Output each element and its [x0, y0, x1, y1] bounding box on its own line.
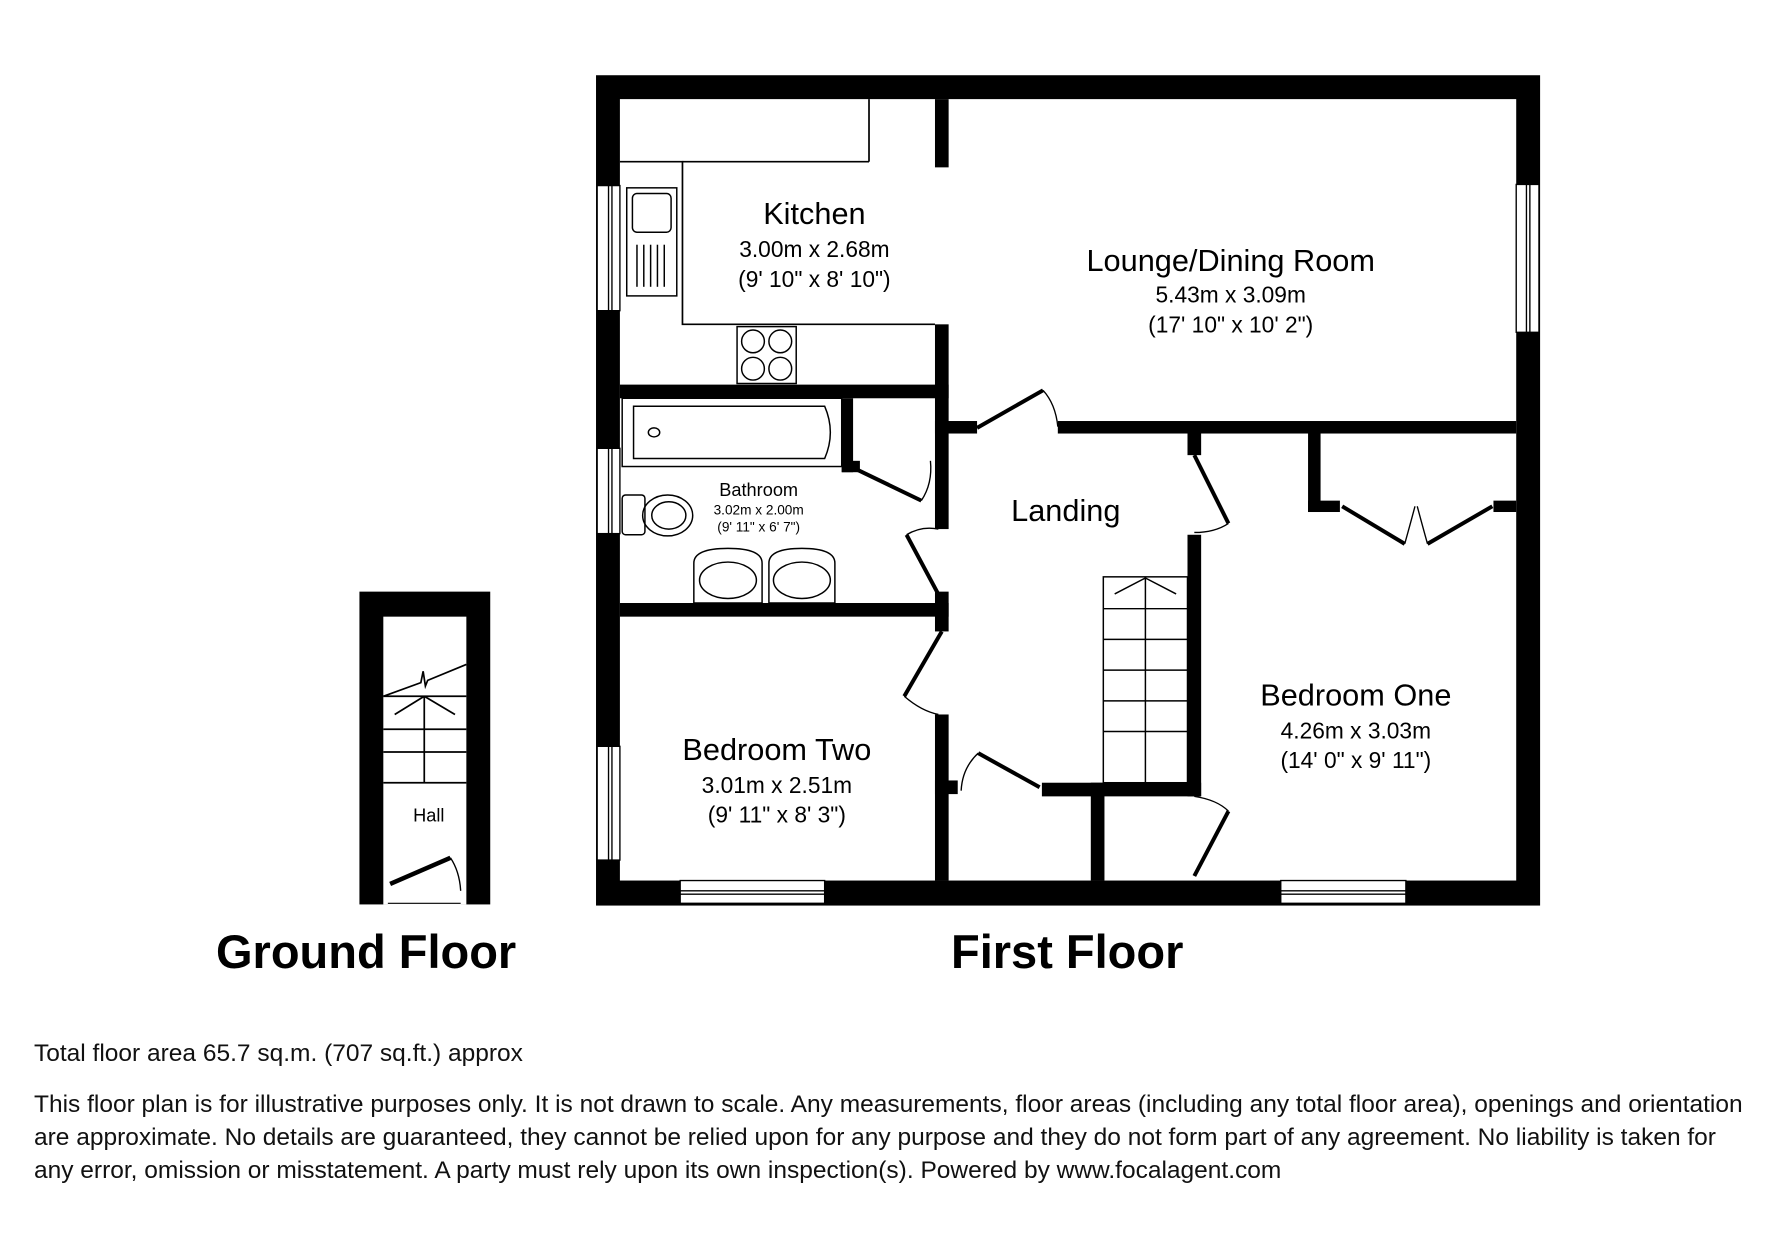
kitchen-worktop: [619, 160, 935, 326]
basin-icon: [693, 547, 836, 604]
interior-walls: [619, 99, 1517, 881]
room-size-metric-bedroom-one: 4.26m x 3.03m: [1281, 717, 1431, 743]
landing-staircase: [1102, 576, 1189, 784]
windows: [596, 183, 1540, 904]
room-name-kitchen: Kitchen: [763, 196, 865, 231]
toilet-icon: [621, 494, 694, 537]
room-labels: Kitchen 3.00m x 2.68m (9' 10" x 8' 10") …: [682, 196, 1451, 827]
bathtub-icon: [621, 397, 843, 468]
room-size-metric-kitchen: 3.00m x 2.68m: [739, 236, 889, 262]
ground-floor-plan: Hall: [359, 591, 491, 905]
room-name-lounge: Lounge/Dining Room: [1086, 243, 1374, 278]
floor-title-first: First Floor: [951, 925, 1184, 978]
room-size-metric-lounge: 5.43m x 3.09m: [1156, 282, 1306, 308]
floor-title-ground: Ground Floor: [216, 925, 517, 978]
doors: [854, 388, 1494, 877]
room-name-landing: Landing: [1011, 493, 1120, 528]
room-name-bathroom: Bathroom: [719, 480, 798, 500]
room-size-imperial-lounge: (17' 10" x 10' 2"): [1148, 311, 1313, 337]
disclaimer-text: This floor plan is for illustrative purp…: [34, 1091, 1743, 1184]
room-size-imperial-bathroom: (9' 11" x 6' 7"): [717, 519, 800, 534]
hall-staircase: [383, 663, 467, 784]
room-name-bedroom-one: Bedroom One: [1260, 677, 1451, 712]
room-name-bedroom-two: Bedroom Two: [682, 732, 871, 767]
room-size-metric-bedroom-two: 3.01m x 2.51m: [702, 772, 852, 798]
room-size-imperial-bedroom-one: (14' 0" x 9' 11"): [1280, 747, 1431, 773]
hall-front-door: [389, 855, 462, 891]
room-name-hall: Hall: [413, 805, 444, 825]
kitchen-sink-icon: [625, 187, 678, 297]
room-size-imperial-bedroom-two: (9' 11" x 8' 3"): [708, 802, 846, 828]
total-floor-area: Total floor area 65.7 sq.m. (707 sq.ft.)…: [34, 1040, 523, 1067]
room-size-metric-bathroom: 3.02m x 2.00m: [714, 502, 804, 517]
room-size-imperial-kitchen: (9' 10" x 8' 10"): [738, 266, 890, 292]
first-floor-plan: Kitchen 3.00m x 2.68m (9' 10" x 8' 10") …: [596, 75, 1541, 906]
kitchen-hob-icon: [736, 325, 797, 385]
